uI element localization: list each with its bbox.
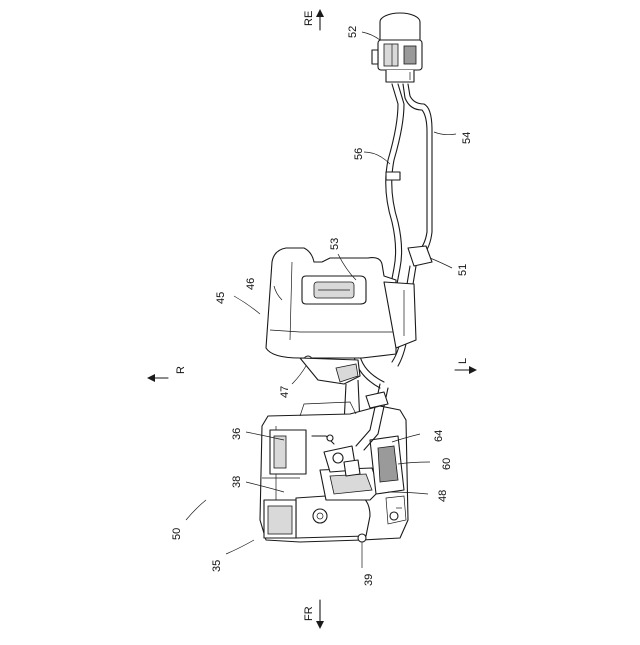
label-front: FR [303,606,315,621]
label-right: R [175,366,187,374]
numeral-52: 52 [347,26,359,38]
numeral-51: 51 [457,264,469,276]
canister-unit [372,13,422,82]
direction-arrow-front: FR [303,600,324,629]
numeral-38: 38 [231,476,243,488]
numeral-39: 39 [363,574,375,586]
numeral-35: 35 [211,560,223,572]
numeral-53: 53 [329,238,341,250]
housing-46 [266,248,416,364]
label-left: L [457,358,469,364]
numeral-54: 54 [461,132,473,144]
numeral-60: 60 [441,458,453,470]
numeral-50: 50 [171,528,183,540]
numeral-46: 46 [245,278,257,290]
numeral-48: 48 [437,490,449,502]
numeral-47: 47 [279,386,291,398]
hose-54 [403,84,432,258]
engine-body [260,384,408,542]
numeral-45: 45 [215,292,227,304]
numeral-56: 56 [353,148,365,160]
label-rear: RE [303,11,315,26]
direction-arrow-left: L [455,358,477,374]
numeral-36: 36 [231,428,243,440]
direction-arrow-rear: RE [303,9,324,30]
direction-arrow-right: R [147,366,187,382]
numeral-64: 64 [433,430,445,442]
hose-clip [386,172,400,180]
